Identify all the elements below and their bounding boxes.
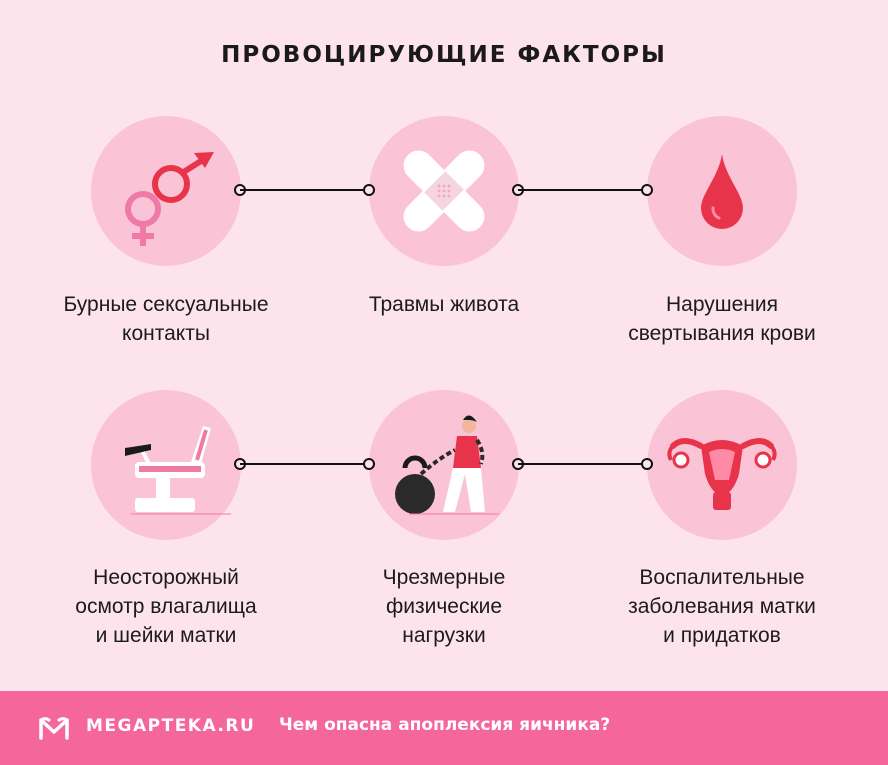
uterus-icon [667, 438, 777, 510]
blood-drop-icon [701, 154, 743, 229]
factor-label: Травмы живота [368, 293, 520, 316]
connector-2-3 [512, 184, 653, 196]
factor-label: Неосторожный осмотр влагалища и шейки ма… [75, 566, 257, 647]
factor-label: Воспалительные заболевания матки и прида… [628, 566, 816, 647]
woman-dragging-kettlebell-icon [395, 415, 499, 515]
circle-physical-load [369, 390, 519, 540]
connector-4-5 [234, 458, 375, 470]
footer-bar: MEGAPTEKA.RU Чем опасна апоплексия яични… [0, 691, 888, 765]
circle-careless-exam [91, 390, 241, 540]
circle-abdominal-trauma [369, 116, 519, 266]
connector-5-6 [512, 458, 653, 470]
brand-link[interactable]: MEGAPTEKA.RU [86, 716, 256, 736]
gynecological-chair-icon [125, 426, 231, 515]
circle-blood-clotting [647, 116, 797, 266]
factor-label: Бурные сексуальные контакты [63, 293, 269, 345]
factor-label: Нарушения свертывания крови [628, 293, 816, 345]
circle-inflammation [647, 390, 797, 540]
page-title: ПРОВОЦИРУЮЩИЕ ФАКТОРЫ [221, 42, 667, 68]
megapteka-logo-icon[interactable] [38, 715, 70, 741]
circle-sexual-contacts [91, 116, 241, 266]
gender-symbols-icon [125, 152, 214, 246]
bandage-icon [403, 150, 485, 232]
article-title: Чем опасна апоплексия яичника? [279, 715, 611, 735]
factor-label: Чрезмерные физические нагрузки [382, 566, 506, 647]
connector-1-2 [234, 184, 375, 196]
